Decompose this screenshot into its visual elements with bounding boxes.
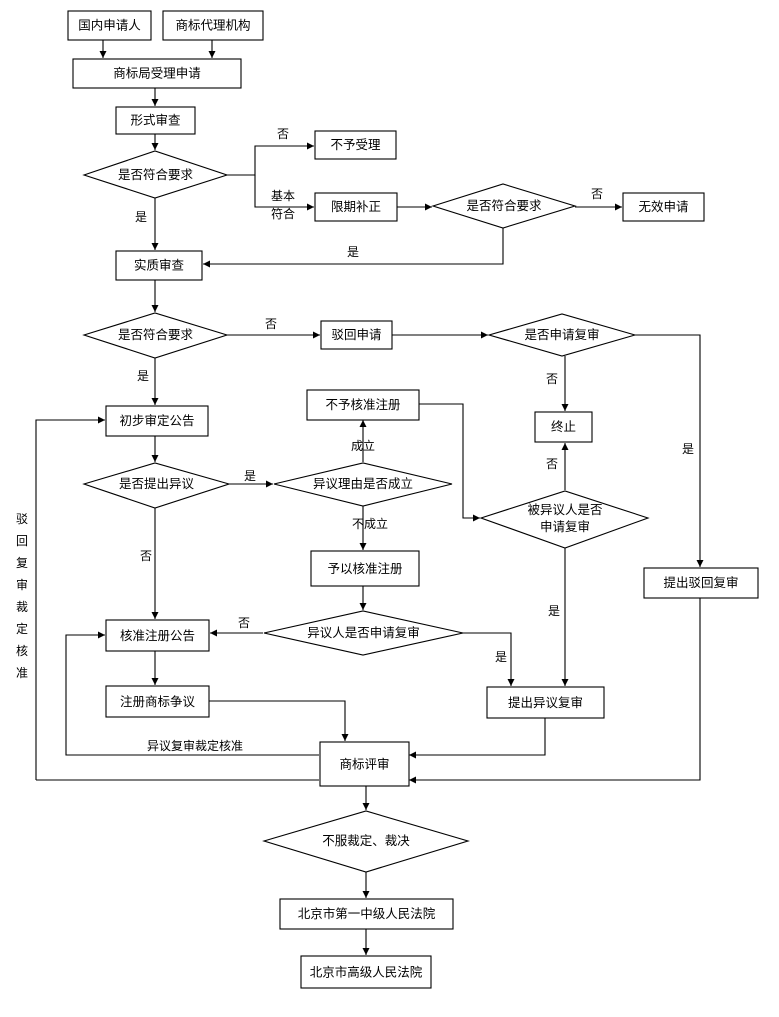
svg-text:北京市第一中级人民法院: 北京市第一中级人民法院 [298,906,436,921]
label-no: 否 [591,187,603,201]
label-yes: 是 [135,210,147,224]
svg-text:实质审查: 实质审查 [134,258,185,273]
node-agency: 商标代理机构 [162,10,264,41]
label-basic-2: 符合 [271,206,295,221]
svg-text:提出异议复审: 提出异议复审 [508,695,583,710]
label-yes: 是 [495,650,507,664]
svg-text:审: 审 [16,577,28,592]
edge-labels: 否 基本 符合 是 否 是 否 是 否 是 成立 是 否 不成立 否 是 否 是… [135,127,694,753]
node-correction: 限期补正 [314,192,398,222]
label-yes: 是 [347,245,359,259]
svg-text:注册商标争议: 注册商标争议 [120,694,196,709]
svg-text:是否符合要求: 是否符合要求 [118,167,194,182]
svg-text:不予受理: 不予受理 [330,137,381,152]
svg-text:予以核准注册: 予以核准注册 [327,561,402,576]
node-substantive-exam: 实质审查 [115,250,203,281]
node-reg-dispute: 注册商标争议 [105,685,210,718]
label-no: 否 [546,457,558,471]
svg-text:终止: 终止 [551,419,576,434]
svg-text:商标评审: 商标评审 [339,757,389,772]
label-no: 否 [277,127,289,141]
decision-meets-req-2: 是否符合要求 [431,183,577,229]
svg-text:复: 复 [16,556,28,570]
node-reject-review: 提出驳回复审 [643,567,759,599]
label-review-approve: 异议复审裁定核准 [147,738,243,753]
svg-text:是否提出异议: 是否提出异议 [119,476,195,491]
node-invalid: 无效申请 [622,192,705,222]
svg-text:核: 核 [16,644,28,658]
label-no: 否 [265,317,277,331]
svg-text:提出驳回复审: 提出驳回复审 [663,575,738,590]
svg-text:异议理由是否成立: 异议理由是否成立 [313,476,413,491]
decision-dispute: 不服裁定、裁决 [262,810,470,873]
decision-opposed-review: 被异议人是否 申请复审 [479,490,650,549]
decision-meets-req-3: 是否符合要求 [82,312,229,359]
svg-text:回: 回 [16,534,28,548]
svg-text:商标局受理申请: 商标局受理申请 [113,66,201,81]
node-court1: 北京市第一中级人民法院 [279,898,454,930]
node-tm-review: 商标评审 [319,741,410,787]
node-reg-announce: 核准注册公告 [105,619,210,652]
node-terminated: 终止 [534,411,593,443]
decision-opponent-review: 异议人是否申请复审 [263,610,464,656]
svg-text:是否申请复审: 是否申请复审 [524,327,599,342]
decision-apply-review: 是否申请复审 [487,313,637,357]
node-prelim-announce: 初步审定公告 [105,405,209,437]
svg-text:北京市高级人民法院: 北京市高级人民法院 [310,965,423,980]
label-no: 否 [238,616,250,630]
label-yes: 是 [548,604,560,618]
node-domestic-applicant: 国内申请人 [67,10,152,41]
svg-text:形式审查: 形式审查 [130,113,181,128]
label-basic-1: 基本 [271,189,295,203]
label-not-established: 不成立 [352,516,388,531]
svg-text:裁: 裁 [16,600,28,614]
svg-text:驳: 驳 [16,512,28,526]
node-approve-reg: 予以核准注册 [310,550,420,587]
node-formal-exam: 形式审查 [115,106,196,135]
svg-text:申请复审: 申请复审 [540,519,590,534]
label-no: 否 [546,372,558,386]
node-not-accepted: 不予受理 [314,130,397,160]
svg-text:定: 定 [16,621,28,636]
node-office-accept: 商标局受理申请 [72,58,242,89]
svg-text:不服裁定、裁决: 不服裁定、裁决 [322,833,410,848]
label-yes: 是 [244,469,256,483]
svg-text:是否符合要求: 是否符合要求 [118,327,194,342]
svg-text:初步审定公告: 初步审定公告 [119,413,194,428]
label-yes: 是 [682,442,694,456]
svg-text:异议人是否申请复审: 异议人是否申请复审 [307,625,420,640]
svg-text:无效申请: 无效申请 [638,199,688,214]
label-established: 成立 [351,438,375,453]
node-opposition-review: 提出异议复审 [486,686,605,719]
svg-text:驳回申请: 驳回申请 [331,327,381,342]
svg-text:核准注册公告: 核准注册公告 [120,628,195,643]
svg-text:不予核准注册: 不予核准注册 [325,397,400,412]
svg-text:国内申请人: 国内申请人 [78,18,141,33]
label-reject-review-vertical: 驳 回 复 审 裁 定 核 准 [16,512,28,680]
decision-opposition-valid: 异议理由是否成立 [273,462,453,507]
label-yes: 是 [137,369,149,383]
svg-text:是否符合要求: 是否符合要求 [466,198,542,213]
decision-meets-req-1: 是否符合要求 [82,150,229,199]
connectors [35,40,704,955]
svg-text:限期补正: 限期补正 [331,199,381,214]
node-not-approved-reg: 不予核准注册 [306,389,420,421]
decision-opposition: 是否提出异议 [82,462,231,509]
node-court2: 北京市高级人民法院 [300,955,432,989]
svg-text:商标代理机构: 商标代理机构 [175,18,250,33]
svg-text:被异议人是否: 被异议人是否 [527,502,602,517]
node-rejected: 驳回申请 [320,320,393,350]
svg-text:准: 准 [16,666,28,680]
label-no: 否 [140,549,152,563]
